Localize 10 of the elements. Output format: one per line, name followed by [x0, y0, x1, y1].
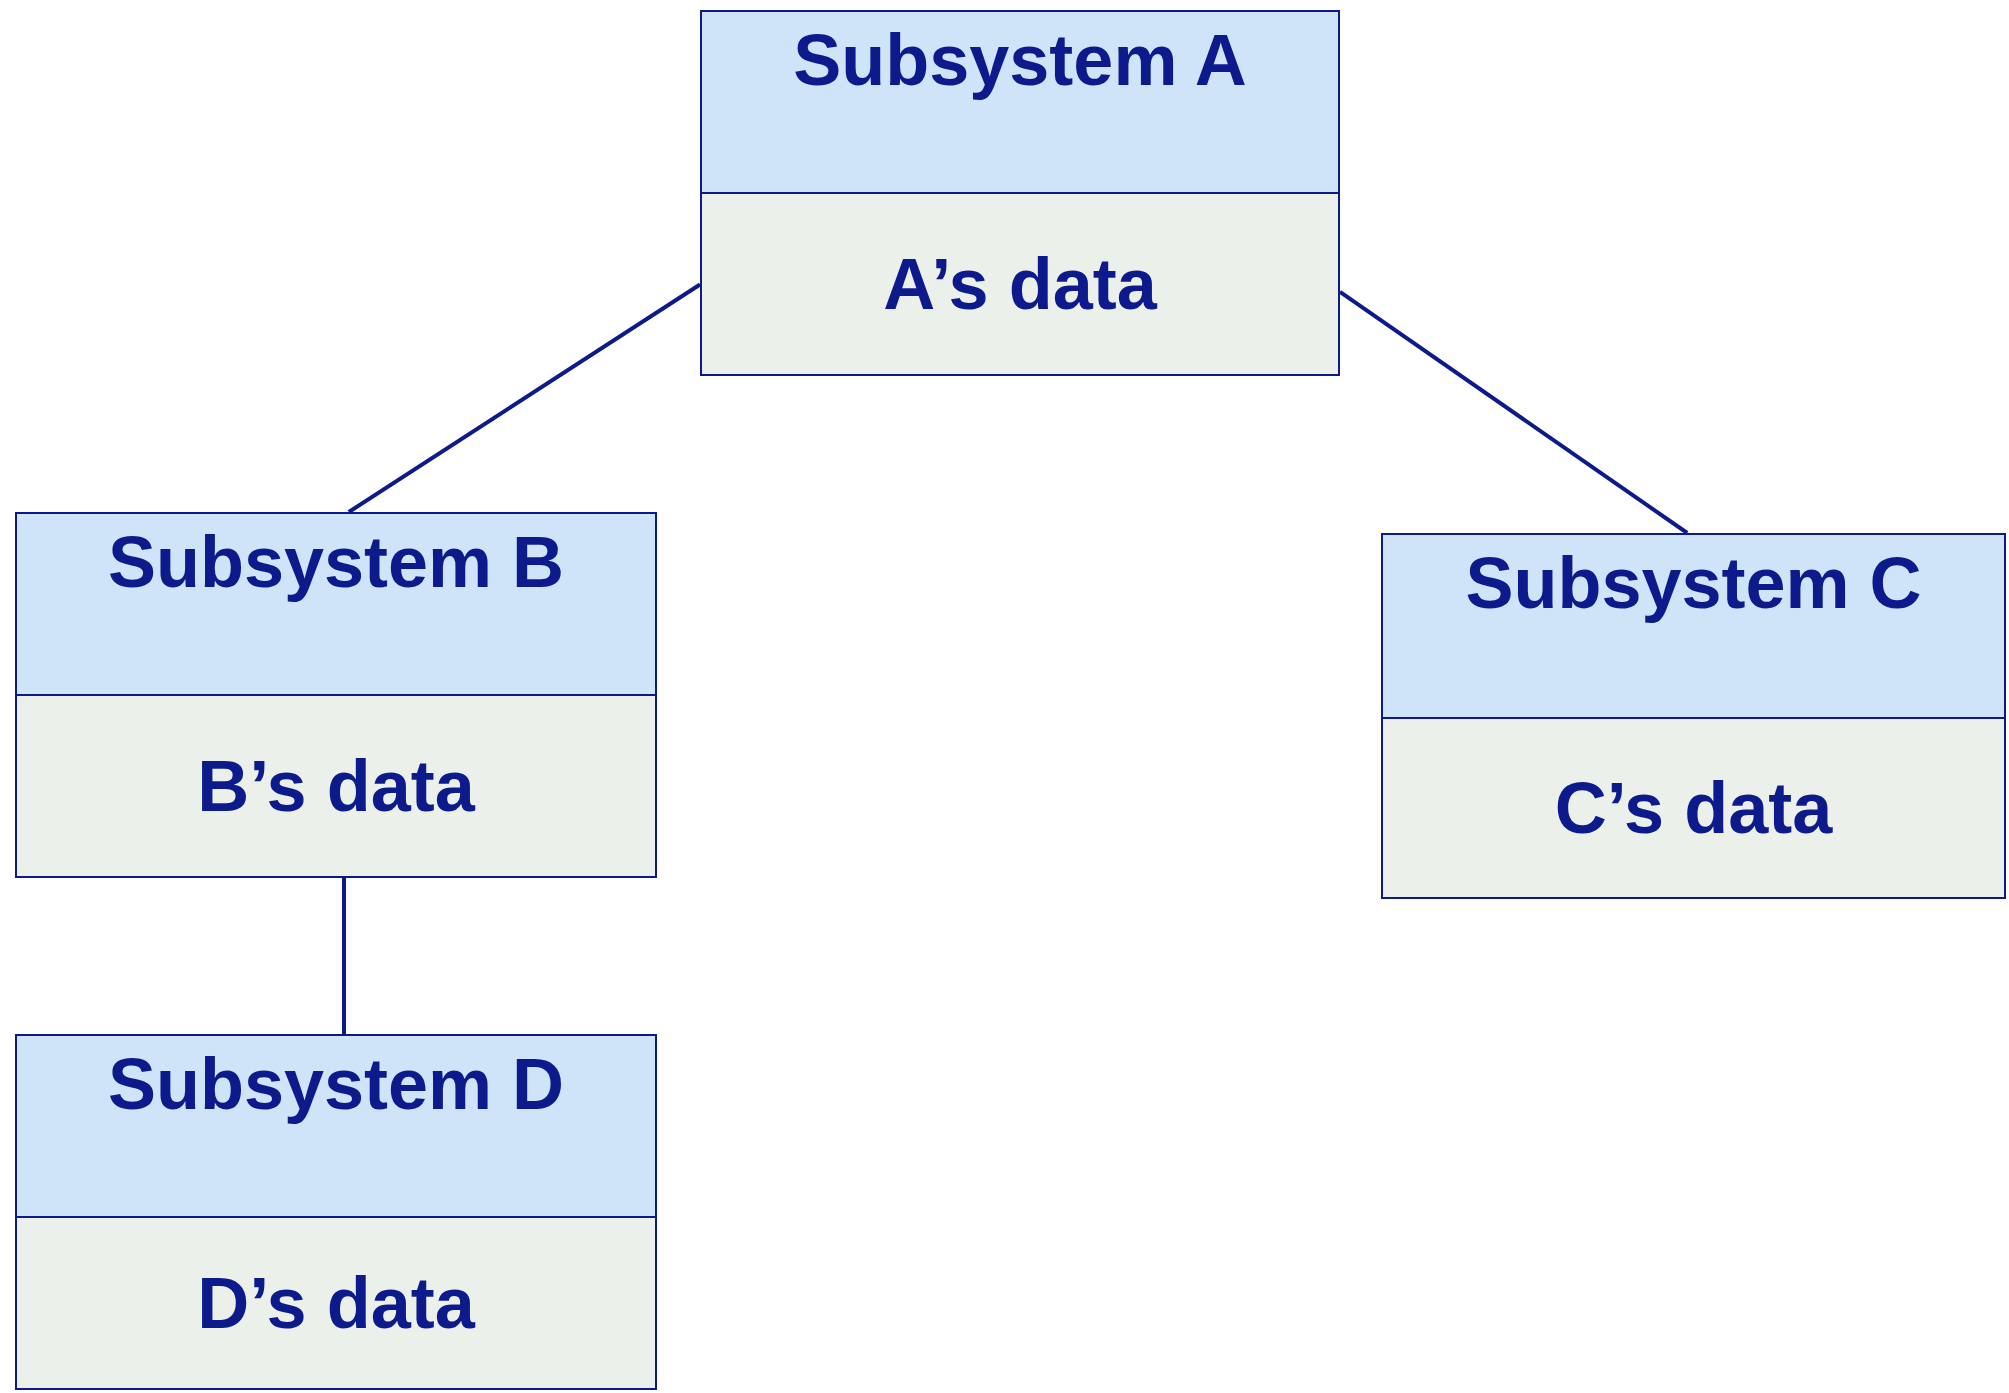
class-box [15, 512, 657, 878]
data-label: A’s data [883, 248, 1157, 320]
connector-line [347, 282, 702, 514]
class-box [15, 1034, 657, 1390]
data-label: C’s data [1554, 772, 1833, 844]
class-box [1381, 533, 2006, 899]
class-box [700, 10, 1340, 376]
data-label: B’s data [197, 750, 475, 822]
data-label: D’s data [197, 1267, 475, 1339]
connector-line [342, 878, 346, 1034]
